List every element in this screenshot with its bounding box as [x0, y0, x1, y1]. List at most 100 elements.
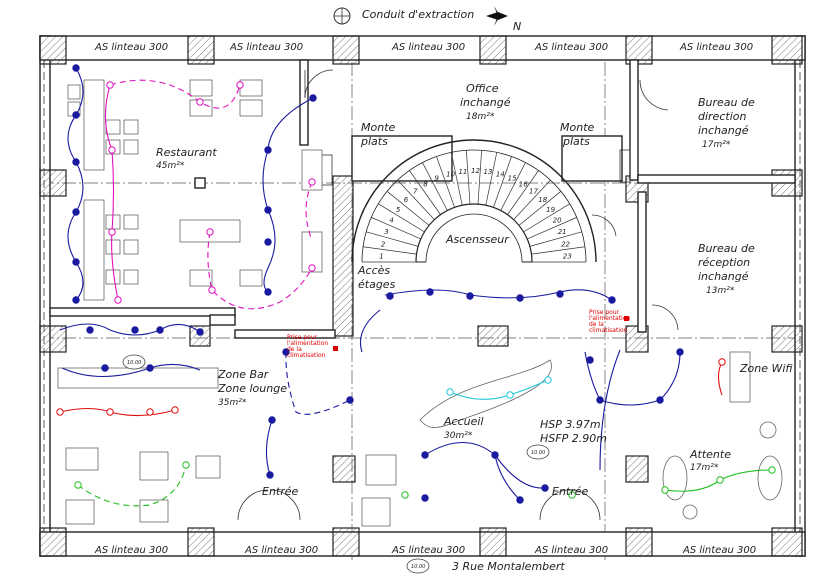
note-right-line4: climatisation: [589, 327, 628, 334]
lounge-furniture: [57, 351, 783, 527]
light-fixture-icon: [131, 326, 139, 334]
lintel-label: AS linteau 300: [534, 545, 608, 556]
marker-bar: 10.00: [127, 360, 141, 366]
light-fixture-icon: [268, 416, 276, 424]
stair-number: 22: [561, 240, 570, 248]
stair-tread: [422, 162, 448, 211]
stair-number: 23: [563, 253, 572, 261]
lintel-label: AS linteau 300: [229, 42, 303, 53]
light-fixture-icon: [386, 292, 394, 300]
interior-walls: [49, 59, 796, 339]
entree-2-label: Entrée: [552, 485, 589, 498]
stair-number: 11: [458, 168, 467, 176]
stair-tread: [477, 150, 482, 205]
office-name: Office: [466, 82, 499, 95]
light-fixture-icon: [56, 408, 64, 416]
light-fixture-icon: [426, 288, 434, 296]
light-fixture-icon: [146, 408, 154, 416]
axis-lines: [40, 40, 805, 560]
office-area: 18m²*: [466, 112, 495, 122]
light-fixture-icon: [196, 98, 204, 106]
hsp-line2: HSFP 2.90m: [540, 432, 607, 445]
stair-tread: [527, 217, 577, 240]
light-fixture-icon: [656, 396, 664, 404]
stair-number: 6: [404, 196, 409, 204]
light-fixture-icon: [108, 228, 116, 236]
note-left-line3: de la: [287, 346, 302, 353]
light-fixture-icon: [421, 451, 429, 459]
lintel-label: AS linteau 300: [534, 42, 608, 53]
stair-number: 17: [529, 188, 538, 196]
stair-tread: [507, 170, 539, 215]
lintel-labels-top: AS linteau 300 AS linteau 300 AS linteau…: [94, 42, 753, 53]
monte-plats-1-line2: plats: [360, 135, 388, 148]
marker-bottom: 10.00: [411, 564, 425, 570]
stair-tread: [371, 217, 421, 240]
light-fixture-icon: [182, 461, 190, 469]
light-fixture-icon: [568, 491, 576, 499]
lintel-labels-bottom: AS linteau 300 AS linteau 300 AS linteau…: [94, 545, 756, 556]
light-fixture-icon: [208, 286, 216, 294]
light-fixture-icon: [264, 238, 272, 246]
compass: N: [333, 6, 521, 33]
lintel-label: AS linteau 300: [391, 42, 465, 53]
elevator-label: Ascensseur: [445, 233, 510, 246]
accueil-area: 30m²*: [444, 431, 473, 441]
light-fixture-icon: [716, 476, 724, 484]
lintel-label: AS linteau 300: [682, 545, 756, 556]
stair-number: 20: [553, 217, 562, 225]
light-fixture-icon: [196, 328, 204, 336]
light-fixture-icon: [72, 158, 80, 166]
direction-line3: inchangé: [698, 124, 749, 137]
acces-line2: étages: [358, 278, 396, 291]
light-fixture-icon: [72, 208, 80, 216]
stair-number: 12: [471, 167, 480, 175]
zone-wifi-label: Zone Wifi: [739, 362, 793, 375]
zone-bar-line2: Zone lounge: [217, 382, 287, 395]
restaurant-name: Restaurant: [156, 146, 217, 159]
stair-number: 9: [434, 175, 439, 183]
light-fixture-icon: [541, 484, 549, 492]
direction-line1: Bureau de: [698, 96, 755, 109]
power-notes: Prise pour l'alimentation de la climatis…: [287, 309, 630, 359]
light-fixture-icon: [72, 296, 80, 304]
lintel-label: AS linteau 300: [391, 545, 465, 556]
light-fixture-icon: [86, 326, 94, 334]
stair-number: 13: [484, 168, 493, 176]
light-fixture-icon: [264, 206, 272, 214]
stair-tread: [500, 162, 526, 211]
stair-number: 7: [413, 188, 418, 196]
attente-name: Attente: [689, 448, 731, 461]
light-fixture-icon: [346, 396, 354, 404]
light-fixture-icon: [308, 178, 316, 186]
stair-number: 19: [546, 206, 555, 214]
stair-tread: [397, 179, 435, 220]
office-status: inchangé: [460, 96, 511, 109]
light-fixture-icon: [282, 348, 290, 356]
reception-line1: Bureau de: [698, 242, 755, 255]
zone-bar-line1: Zone Bar: [217, 368, 270, 381]
light-fixture-icon: [491, 451, 499, 459]
restaurant-furniture: [67, 79, 323, 301]
stair-tread: [518, 191, 562, 226]
direction-line2: direction: [698, 110, 746, 123]
stair-number: 18: [538, 196, 547, 204]
monte-plats-2-line1: Monte: [560, 121, 595, 134]
stair-tread: [366, 231, 419, 247]
stair-number: 4: [389, 217, 393, 225]
light-fixture-icon: [516, 294, 524, 302]
light-fixture-icon: [101, 364, 109, 372]
reception-line2: réception: [698, 256, 750, 269]
light-fixture-icon: [106, 81, 114, 89]
light-fixture-icon: [206, 228, 214, 236]
light-fixture-icon: [264, 146, 272, 154]
light-fixture-icon: [72, 111, 80, 119]
light-fixture-icon: [72, 258, 80, 266]
stair-tread: [485, 152, 498, 206]
marker-accueil: 10.00: [531, 450, 545, 456]
stair-number: 21: [558, 228, 567, 236]
stair-tread: [378, 203, 425, 233]
attente-area: 17m²*: [690, 463, 719, 473]
light-fixture-icon: [718, 358, 726, 366]
